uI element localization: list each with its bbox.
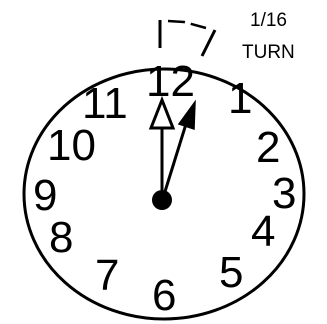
numeral-4: 4 bbox=[251, 207, 275, 256]
numeral-12: 12 bbox=[146, 57, 195, 106]
bracket-right-tick bbox=[202, 30, 215, 56]
numeral-10: 10 bbox=[47, 121, 96, 170]
numeral-1: 1 bbox=[228, 74, 252, 123]
numeral-8: 8 bbox=[49, 213, 73, 262]
caption-line-1: 1/16 bbox=[250, 10, 287, 31]
caption-line-2: TURN bbox=[242, 42, 295, 63]
numeral-11: 11 bbox=[82, 79, 128, 128]
bracket-arc bbox=[168, 21, 206, 28]
numeral-9: 9 bbox=[33, 171, 57, 220]
numeral-7: 7 bbox=[95, 251, 119, 300]
numeral-3: 3 bbox=[272, 169, 296, 218]
center-hub bbox=[152, 190, 172, 210]
numeral-6: 6 bbox=[152, 271, 176, 320]
numeral-5: 5 bbox=[219, 248, 243, 297]
numeral-2: 2 bbox=[256, 123, 280, 172]
